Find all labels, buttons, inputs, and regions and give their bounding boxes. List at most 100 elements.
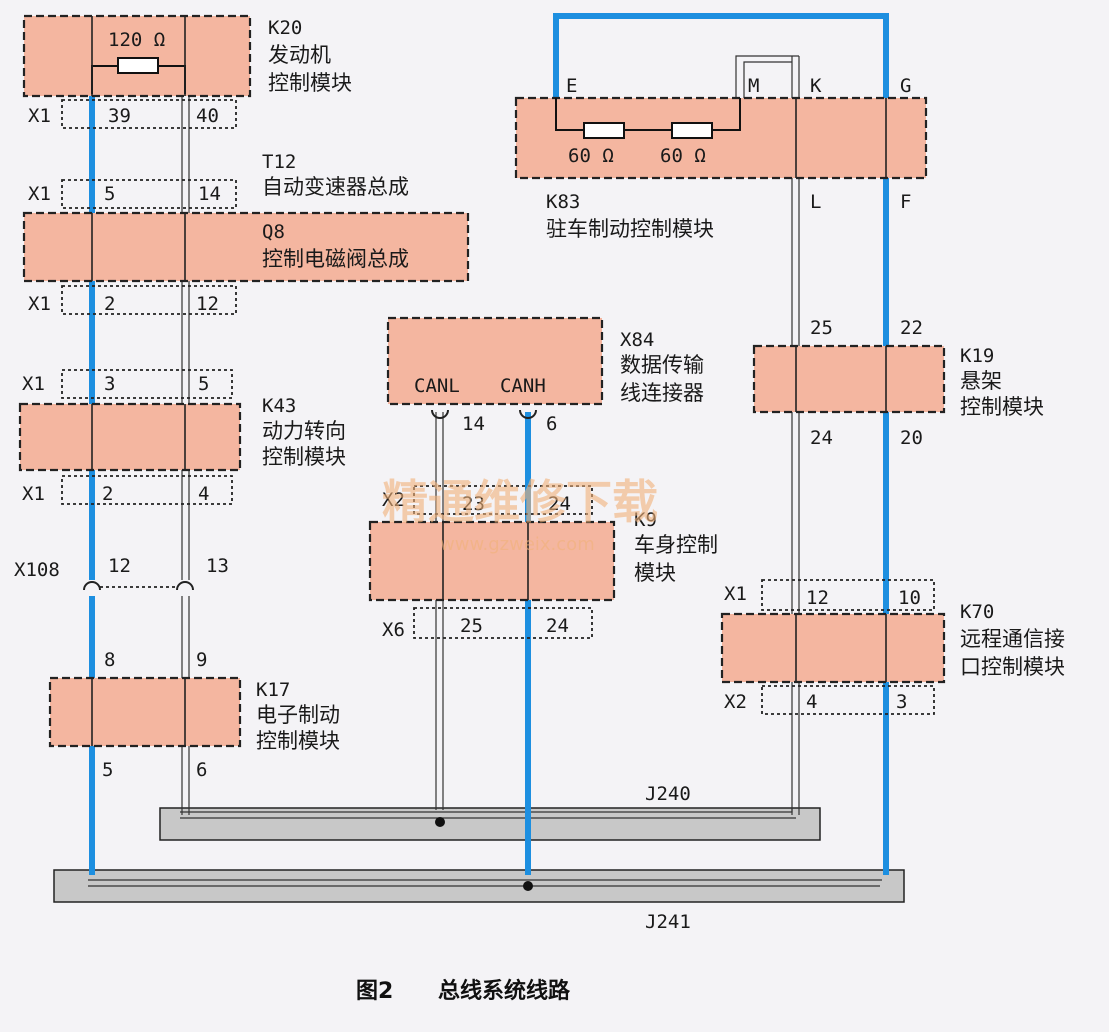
k19-module: [752, 344, 946, 414]
k9-x2-label: X2: [382, 489, 405, 511]
k20-resistor-label: 120 Ω: [108, 29, 165, 51]
k9-pin-25: 25: [460, 615, 483, 637]
k19-name-2: 控制模块: [960, 395, 1044, 419]
k70-name-2: 口控制模块: [960, 655, 1065, 679]
q8-pin-2: 2: [104, 293, 115, 315]
k83-pin-e: E: [566, 75, 577, 97]
x84-code: X84: [620, 329, 654, 351]
k17-code: K17: [256, 679, 290, 701]
k20-pin-40: 40: [196, 105, 219, 127]
k9-pin-24-bottom: 24: [546, 615, 569, 637]
k43-code: K43: [262, 395, 296, 417]
j241-label: J241: [645, 911, 691, 933]
k83-pin-k: K: [810, 75, 822, 97]
k20-resistor: [117, 57, 159, 74]
k20-x1-label: X1: [28, 105, 51, 127]
figure-title: 总线系统线路: [438, 978, 571, 1004]
watermark-text: 精通维修下载: [382, 475, 658, 529]
k83-resistor-2: [671, 122, 713, 139]
k19-pin-20: 20: [900, 427, 923, 449]
k83-pin-g: G: [900, 75, 911, 97]
k43-x1-bottom-connector: [61, 475, 233, 505]
k9-module: [368, 520, 616, 602]
k70-pin-10: 10: [898, 587, 921, 609]
k9-x6-connector: [413, 607, 593, 639]
k20-x1-connector: [61, 99, 237, 129]
q8-name: 控制电磁阀总成: [262, 247, 409, 271]
k17-name-1: 电子制动: [256, 703, 340, 727]
k83-pin-m: M: [748, 75, 759, 97]
k9-name-2: 模块: [634, 561, 676, 585]
k43-x1-top-label: X1: [22, 373, 45, 395]
k19-code: K19: [960, 345, 994, 367]
k9-code: K9: [634, 509, 657, 531]
x84-canh-label: CANH: [500, 375, 546, 397]
k43-pin-5: 5: [198, 373, 209, 395]
k20-module: [22, 14, 252, 98]
k17-pin-6: 6: [196, 759, 207, 781]
k9-x2-connector: [413, 485, 593, 515]
k83-pin-f: F: [900, 191, 911, 213]
k70-x2-connector: [761, 685, 935, 715]
t12-code: T12: [262, 151, 296, 173]
t12-x1-top-connector: [61, 179, 237, 209]
k43-module: [18, 402, 242, 472]
k43-pin-4: 4: [198, 483, 209, 505]
k83-name: 驻车制动控制模块: [546, 217, 714, 241]
k70-x1-label: X1: [724, 583, 747, 605]
j240-bus-bar: [159, 807, 821, 841]
k70-x1-connector: [761, 579, 935, 611]
q8-module: [22, 211, 470, 283]
watermark-url: www.gzweix.com: [440, 534, 595, 555]
k70-pin-12: 12: [806, 587, 829, 609]
x84-canl-label: CANL: [414, 375, 460, 397]
x84-pin-14: 14: [462, 413, 485, 435]
k9-name-1: 车身控制: [634, 533, 718, 557]
k43-pin-3: 3: [104, 373, 115, 395]
k19-pin-25: 25: [810, 317, 833, 339]
k17-pin-9: 9: [196, 649, 207, 671]
t12-name: 自动变速器总成: [262, 175, 409, 199]
k19-pin-24: 24: [810, 427, 833, 449]
x108-label: X108: [14, 559, 60, 581]
k17-module: [48, 676, 242, 748]
k83-r2-label: 60 Ω: [660, 145, 706, 167]
k70-module: [720, 612, 946, 684]
x84-module: [386, 316, 604, 406]
k9-pin-24-top: 24: [548, 493, 571, 515]
k83-resistor-1: [583, 122, 625, 139]
j240-splice: [435, 817, 445, 827]
k19-pin-22: 22: [900, 317, 923, 339]
j241-splice: [523, 881, 533, 891]
t12-x1-bottom-connector: [61, 285, 237, 315]
k20-code: K20: [268, 17, 302, 39]
t12-x1-top-label: X1: [28, 183, 51, 205]
x108-pin-12: 12: [108, 555, 131, 577]
k70-x2-label: X2: [724, 691, 747, 713]
k43-x1-top-connector: [61, 369, 233, 399]
k83-r1-label: 60 Ω: [568, 145, 614, 167]
t12-pin-5: 5: [104, 183, 115, 205]
k17-name-2: 控制模块: [256, 729, 340, 753]
k20-name-1: 发动机: [268, 43, 331, 67]
k83-code: K83: [546, 191, 580, 213]
q8-pin-12: 12: [196, 293, 219, 315]
x84-name-2: 线连接器: [620, 381, 704, 405]
k19-name-1: 悬架: [960, 369, 1002, 393]
t12-x1-bottom-label: X1: [28, 293, 51, 315]
x84-pin-6: 6: [546, 413, 557, 435]
k17-pin-5: 5: [102, 759, 113, 781]
k70-pin-3: 3: [896, 691, 907, 713]
k43-name-2: 控制模块: [262, 445, 346, 469]
k70-code: K70: [960, 601, 994, 623]
j240-label: J240: [645, 783, 691, 805]
k43-name-1: 动力转向: [262, 419, 346, 443]
k70-name-1: 远程通信接: [960, 627, 1065, 651]
k20-name-2: 控制模块: [268, 71, 352, 95]
x84-name-1: 数据传输: [620, 353, 704, 377]
k9-x6-label: X6: [382, 619, 405, 641]
x108-pin-13: 13: [206, 555, 229, 577]
k17-pin-8: 8: [104, 649, 115, 671]
figure-number: 图2: [356, 979, 393, 1004]
